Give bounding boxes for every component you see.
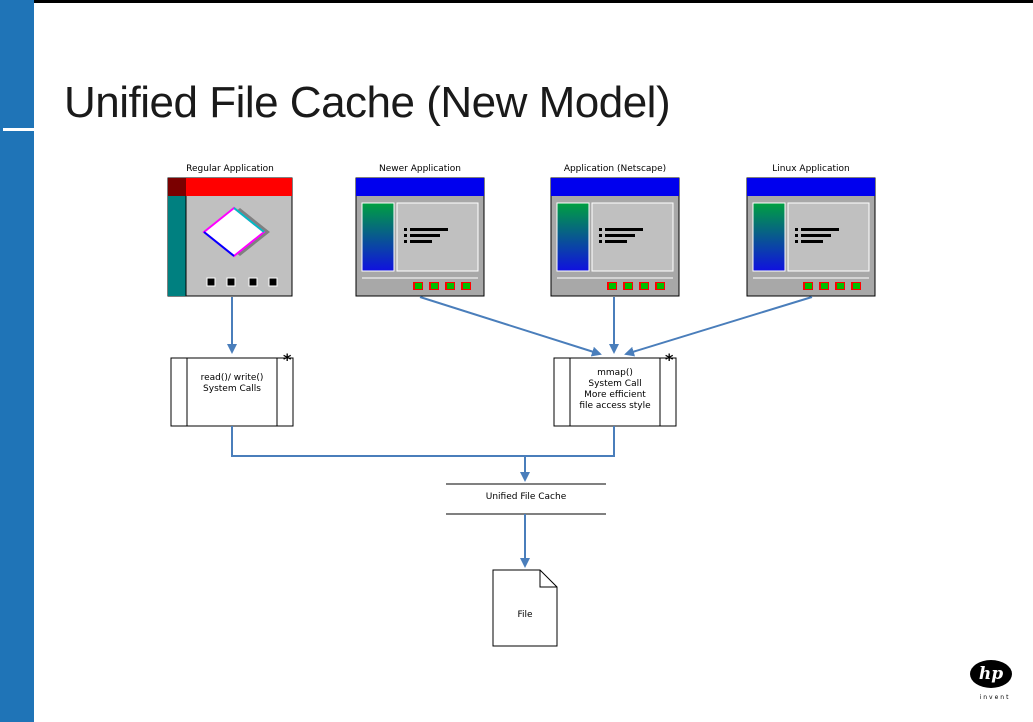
app-label-netscape: Application (Netscape) — [563, 164, 667, 174]
arrow-linux — [624, 296, 813, 357]
app-label-linux: Linux Application — [772, 164, 850, 174]
regular-app-buttons — [206, 277, 278, 287]
newer-app-buttons — [413, 282, 471, 290]
hp-logo: hp invent — [968, 660, 1022, 710]
mmap-line1: mmap() — [597, 368, 633, 378]
list-glyph — [795, 228, 839, 243]
left-accent-tick — [3, 128, 34, 131]
unified-cache-label: Unified File Cache — [485, 492, 567, 502]
mmap-syscall-box — [553, 357, 677, 427]
top-border — [0, 0, 1033, 3]
app-to-syscall-arrows — [227, 296, 813, 357]
regular-app-window — [167, 177, 293, 297]
rw-star: * — [283, 350, 292, 369]
rw-line2: System Calls — [203, 384, 261, 394]
rw-syscall-box — [170, 357, 294, 427]
mmap-syscall-text: mmap() System Call More efficient file a… — [570, 368, 660, 412]
hp-logo-mark: hp — [970, 660, 1012, 688]
netscape-app-buttons — [607, 282, 665, 290]
app-label-newer: Newer Application — [378, 164, 461, 174]
left-accent-bar — [0, 0, 34, 722]
hp-logo-tagline: invent — [979, 694, 1011, 701]
rw-syscall-text: read()/ write() System Calls — [187, 373, 277, 395]
app-label-regular: Regular Application — [186, 164, 274, 174]
mmap-star: * — [665, 350, 674, 369]
file-document-icon — [492, 569, 558, 647]
arrow-newer — [419, 296, 602, 357]
mmap-line3: More efficient — [584, 390, 646, 400]
linux-app-window — [746, 177, 876, 297]
merge-line — [231, 426, 615, 457]
slide-title: Unified File Cache (New Model) — [64, 78, 671, 127]
netscape-app-window — [550, 177, 680, 297]
mmap-line4: file access style — [579, 401, 651, 411]
newer-app-window — [355, 177, 485, 297]
mmap-line2: System Call — [588, 379, 642, 389]
rw-line1: read()/ write() — [200, 373, 264, 383]
diamond-graphic — [202, 206, 270, 258]
syscall-to-cache-lines — [231, 426, 615, 482]
list-glyph — [599, 228, 643, 243]
list-glyph — [404, 228, 448, 243]
file-label: File — [517, 610, 533, 620]
linux-app-buttons — [803, 282, 861, 290]
